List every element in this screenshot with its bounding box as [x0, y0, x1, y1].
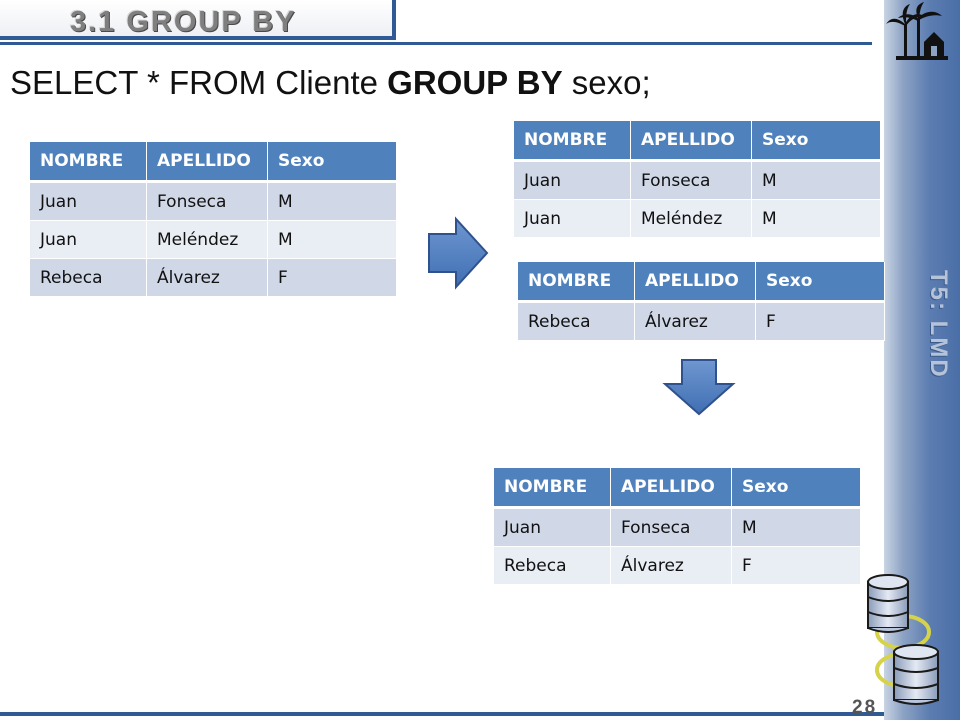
cell-apellido: Fonseca	[146, 181, 268, 221]
cell-apellido: Álvarez	[634, 301, 756, 341]
table-row: Juan Meléndez M	[30, 220, 397, 259]
table-header-row: NOMBRE APELLIDO Sexo	[30, 142, 397, 183]
cell-apellido: Fonseca	[630, 160, 752, 200]
sql-statement: SELECT * FROM Cliente GROUP BY sexo;	[10, 64, 651, 102]
group-f-table: NOMBRE APELLIDO Sexo Rebeca Álvarez F	[518, 262, 885, 341]
header-rule	[0, 42, 872, 45]
table-header-row: NOMBRE APELLIDO Sexo	[514, 121, 881, 162]
table-row: Rebeca Álvarez F	[518, 301, 885, 341]
cell-nombre: Juan	[514, 160, 631, 200]
column-header-nombre: NOMBRE	[494, 468, 611, 509]
footer-rule	[0, 712, 884, 716]
title-tab: 3.1 GROUP BY	[0, 0, 396, 40]
table-row: Juan Fonseca M	[30, 181, 397, 221]
side-divider	[874, 0, 877, 720]
source-table: NOMBRE APELLIDO Sexo Juan Fonseca M Juan…	[30, 142, 397, 297]
section-title: 3.1 GROUP BY	[70, 6, 297, 38]
column-header-apellido: APELLIDO	[634, 262, 756, 303]
column-header-apellido: APELLIDO	[610, 468, 732, 509]
cell-sexo: M	[751, 199, 881, 238]
column-header-nombre: NOMBRE	[514, 121, 631, 162]
cell-apellido: Álvarez	[610, 546, 732, 585]
cell-nombre: Juan	[494, 507, 611, 547]
cell-nombre: Rebeca	[494, 546, 611, 585]
column-header-apellido: APELLIDO	[146, 142, 268, 183]
cell-sexo: M	[267, 220, 397, 259]
table-row: Rebeca Álvarez F	[494, 546, 861, 585]
column-header-sexo: Sexo	[731, 468, 861, 509]
cell-sexo: F	[267, 258, 397, 297]
cell-nombre: Rebeca	[30, 258, 147, 297]
table-row: Juan Fonseca M	[514, 160, 881, 200]
cell-nombre: Juan	[30, 181, 147, 221]
sql-part-column: sexo;	[562, 64, 651, 101]
column-header-apellido: APELLIDO	[630, 121, 752, 162]
cell-sexo: M	[751, 160, 881, 200]
table-header-row: NOMBRE APELLIDO Sexo	[518, 262, 885, 303]
column-header-sexo: Sexo	[751, 121, 881, 162]
cell-nombre: Rebeca	[518, 301, 635, 341]
table-row: Juan Fonseca M	[494, 507, 861, 547]
sql-keyword-group-by: GROUP BY	[387, 64, 563, 101]
cell-apellido: Meléndez	[146, 220, 268, 259]
cell-apellido: Meléndez	[630, 199, 752, 238]
sql-part-select: SELECT * FROM Cliente	[10, 64, 388, 101]
page-number: 28	[852, 697, 878, 718]
cell-sexo: F	[755, 301, 885, 341]
table-row: Juan Meléndez M	[514, 199, 881, 238]
column-header-sexo: Sexo	[267, 142, 397, 183]
cell-apellido: Álvarez	[146, 258, 268, 297]
cell-sexo: M	[267, 181, 397, 221]
arrow-right-icon	[428, 216, 489, 290]
database-icon	[867, 574, 939, 705]
result-table: NOMBRE APELLIDO Sexo Juan Fonseca M Rebe…	[494, 468, 861, 585]
side-label: T5: LMD	[925, 270, 952, 379]
cell-nombre: Juan	[30, 220, 147, 259]
cell-sexo: M	[731, 507, 861, 547]
cell-sexo: F	[731, 546, 861, 585]
table-header-row: NOMBRE APELLIDO Sexo	[494, 468, 861, 509]
group-m-table: NOMBRE APELLIDO Sexo Juan Fonseca M Juan…	[514, 121, 881, 238]
column-header-nombre: NOMBRE	[518, 262, 635, 303]
cell-nombre: Juan	[514, 199, 631, 238]
column-header-sexo: Sexo	[755, 262, 885, 303]
cell-apellido: Fonseca	[610, 507, 732, 547]
arrow-down-icon	[662, 359, 736, 416]
palm-tree-logo-icon	[886, 2, 948, 60]
column-header-nombre: NOMBRE	[30, 142, 147, 183]
table-row: Rebeca Álvarez F	[30, 258, 397, 297]
